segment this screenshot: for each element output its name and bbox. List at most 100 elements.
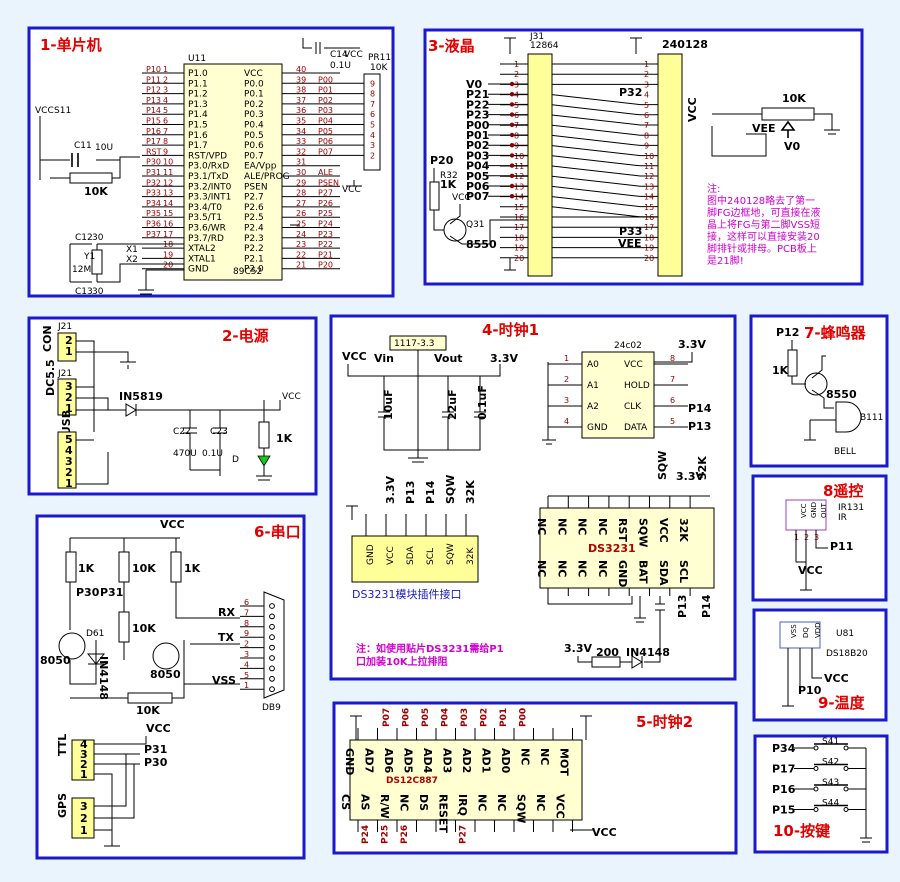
mcu-net-RST: RST [146, 147, 162, 156]
pr11-pin-9: 9 [370, 79, 375, 88]
ttl-pin-3: 3 [80, 748, 88, 761]
mcu-pin-14: P3.4/T0 [188, 203, 222, 213]
ee-pin-VCC: VCC [624, 360, 643, 370]
pr11-pin-2: 2 [370, 151, 375, 160]
ee-right-num-7: 7 [670, 375, 675, 384]
ir-pin-VCC: VCC [800, 503, 808, 518]
mcu-pin-25: P2.4 [244, 224, 264, 234]
power-c22-label: C22 [173, 427, 191, 437]
key-net-P34: P34 [772, 742, 796, 755]
mcu-chip-name: 89C52 [233, 267, 262, 277]
clock1-ldo-label: 1117-3.3 [394, 339, 434, 349]
mcu-net-P06: P06 [318, 137, 333, 146]
mcu-pin-33: P0.6 [244, 141, 264, 151]
mcu-pin-5: P1.4 [188, 110, 208, 120]
mcu-pin-num-8: 8 [163, 137, 168, 146]
key-switch-S44: S44 [822, 799, 839, 809]
power-dc-pin-3: 3 [65, 380, 73, 393]
db9-pin-1: 1 [244, 681, 249, 690]
mod-pin-SQW: SQW [446, 543, 456, 565]
mcu-pin-num-18: 18 [163, 240, 173, 249]
db9-pin-3: 3 [244, 650, 249, 659]
pr11-pin-7: 7 [370, 100, 375, 109]
lcd-240-pin-5: 5 [644, 101, 649, 110]
serial-vss: VSS [212, 674, 236, 687]
serial-d61: D61 [86, 629, 104, 639]
mcu-pin-8: P1.7 [188, 141, 208, 151]
remote-panel [751, 474, 888, 602]
temp-u81: U81 [836, 629, 854, 639]
clock1-33v-bat: 3.3V [564, 642, 592, 655]
clock1-d4148: IN4148 [626, 646, 670, 659]
c2-top-2: AD6 [382, 748, 395, 774]
mod-top-0: 3.3V [384, 476, 397, 504]
c2-bot-7: NC [476, 794, 489, 811]
lcd-net-P05: P05 [466, 170, 489, 183]
lcd-j31-label: J31 [529, 32, 544, 42]
buzzer-r1k: 1K [772, 364, 789, 377]
mcu-pin-7: P1.6 [188, 131, 208, 141]
clock1-p13-label: P13 [688, 420, 711, 433]
mcu-net-P23: P23 [318, 230, 333, 239]
db9-pin-9: 9 [244, 629, 249, 638]
serial-title: 6-串口 [254, 523, 301, 541]
clock1-r200: 200 [596, 646, 619, 659]
lcd-240-pin-8: 8 [644, 131, 649, 140]
mcu-pin-num-39: 39 [296, 75, 306, 84]
mcu-pin-num-25: 25 [296, 220, 306, 229]
lcd-panel [423, 28, 864, 286]
serial-ttl: TTL [56, 734, 69, 756]
mcu-pin-38: P0.1 [244, 90, 264, 100]
mcu-pin-num-19: 19 [163, 250, 173, 259]
clock1-vin-label: Vin [374, 352, 394, 365]
lcd-vee-pot: VEE [752, 122, 776, 135]
mcu-pin-23: P2.2 [244, 244, 264, 254]
lcd-240-pin-10: 10 [644, 152, 654, 161]
ds3231-bot-7: SCL [677, 560, 690, 583]
c2-bot-0: CS [339, 794, 352, 810]
clock1-module-label: DS3231模块插件接口 [352, 587, 461, 601]
power-usb-pin-4: 4 [65, 444, 73, 457]
serial-diode: IN4148 [97, 656, 110, 700]
mcu-pin-num-12: 12 [163, 178, 173, 187]
mcu-pin-num-23: 23 [296, 240, 306, 249]
mcu-pin-num-1: 1 [163, 65, 168, 74]
clock1-ds3231-chip [539, 507, 715, 589]
mcu-net-P37: P37 [146, 230, 161, 239]
mcu-c11-label: C11 [74, 141, 92, 151]
mcu-pin-num-7: 7 [163, 127, 168, 136]
remote-ir131: IR131 [838, 503, 864, 513]
mcu-pin-num-17: 17 [163, 230, 173, 239]
clock1-note-line2: 口加装10K上拉排阻 [356, 655, 448, 668]
clock1-ds-p13: P13 [676, 595, 689, 618]
mcu-title: 1-单片机 [40, 36, 102, 54]
mcu-net-P01: P01 [318, 86, 333, 95]
serial-r4: 10K [132, 622, 156, 635]
mcu-pin-num-5: 5 [163, 106, 168, 115]
ee-left-num-4: 4 [564, 417, 569, 426]
power-con-pin-2: 2 [65, 334, 73, 347]
lcd-net-P06: P06 [466, 180, 490, 193]
clock1-section: 1117-3.3 Vin Vout VCC 3.3V 10uF 22uF 0.1… [342, 335, 715, 669]
c2-bot-5: RESET [437, 794, 450, 833]
mcu-pin-35: P0.4 [244, 121, 264, 131]
c2-bot-4: DS [417, 794, 430, 811]
remote-vcc: VCC [798, 564, 823, 577]
remote-ir: IR [838, 513, 847, 523]
keys-panel [753, 734, 889, 854]
clock1-module-header [351, 535, 479, 583]
power-j21-label: J21 [57, 322, 72, 332]
mcu-pin-num-38: 38 [296, 86, 306, 95]
mcu-net-P24: P24 [318, 220, 333, 229]
power-dc-pin-2: 2 [65, 391, 73, 404]
mcu-net-P15: P15 [146, 117, 161, 126]
mcu-c14-value: 0.1U [330, 61, 351, 71]
buzzer-section: P12 1K 8550 B111 BELL [772, 326, 883, 457]
mcu-c12-label: C12 [75, 233, 93, 243]
mcu-pin-num-28: 28 [296, 189, 306, 198]
c2-net-P26: P26 [400, 825, 410, 844]
lcd-vcc-label: VCC [686, 97, 699, 122]
ds3231-bot-4: GND [616, 560, 629, 587]
mcu-vcc-top: VCC [344, 50, 363, 60]
